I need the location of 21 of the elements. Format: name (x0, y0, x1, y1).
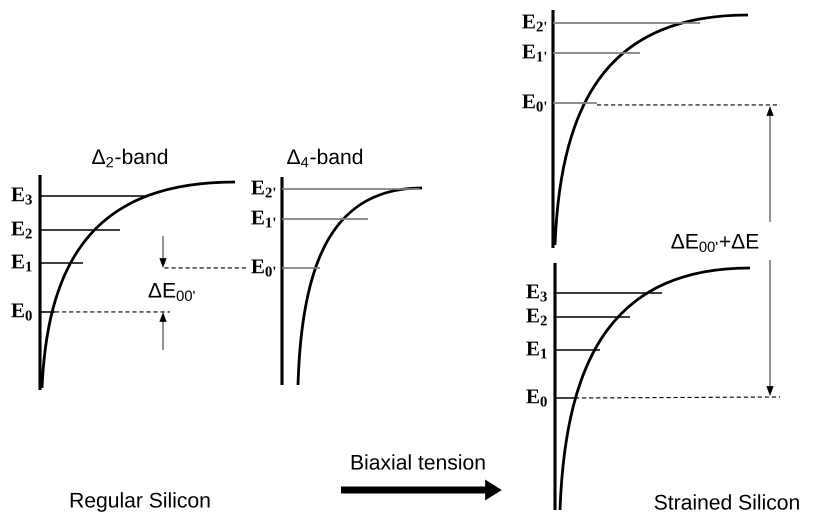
caption: Regular Silicon (70, 492, 210, 512)
level-label: E$_{1'}$ (251, 210, 276, 228)
level-label: E$_{0'}$ (522, 94, 546, 112)
level-label: E$_{2'}$ (522, 14, 546, 32)
level-label: E$_{2}$ (526, 308, 547, 326)
level-label: E$_{2'}$ (251, 180, 276, 198)
energy-difference-label: ΔE$_{00'}$ (148, 283, 195, 301)
level-label: E$_{0}$ (526, 390, 547, 406)
caption: Strained Silicon (654, 494, 799, 510)
arrow-label: Biaxial tension (352, 454, 485, 470)
band-name: Δ$_{4}$-band (287, 148, 362, 168)
level-label: E$_{1'}$ (522, 44, 546, 62)
level-label: E$_{3}$ (11, 188, 32, 204)
level-label: E$_{1}$ (11, 254, 32, 272)
level-label: E$_{0'}$ (251, 260, 276, 276)
energy-difference-label: ΔE$_{00'}$+ΔE (671, 234, 758, 252)
level-label: E$_{0}$ (11, 304, 32, 320)
level-label: E$_{3}$ (526, 284, 547, 302)
level-label: E$_{1}$ (526, 342, 547, 358)
level-label: E$_{2}$ (11, 222, 32, 238)
band-name: Δ$_{2}$-band (92, 148, 168, 168)
